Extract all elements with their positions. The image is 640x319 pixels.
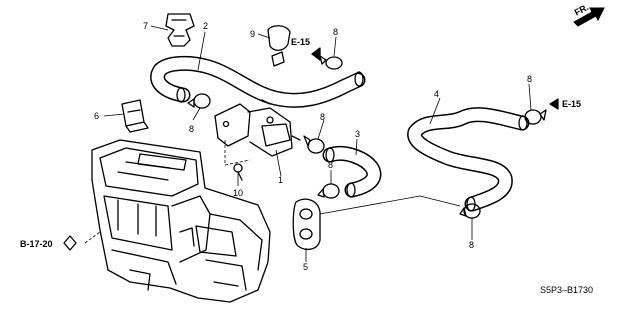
part-label-8-d: 8 xyxy=(328,160,333,170)
grommet-6 xyxy=(121,99,149,133)
part-label-4: 4 xyxy=(434,89,439,99)
front-arrow-icon xyxy=(573,7,605,27)
ref-b1720: B-17-20 xyxy=(20,239,53,249)
clamp-7 xyxy=(165,13,195,47)
part-label-3: 3 xyxy=(355,129,360,139)
hose-clamp-8-a xyxy=(319,55,343,70)
hose-clamp-8-c xyxy=(303,135,325,154)
hose-3 xyxy=(322,146,382,198)
hose-clamp-8-b xyxy=(187,93,211,109)
e15-arrow-top xyxy=(311,47,321,61)
hose-clamp-8-d xyxy=(317,183,340,199)
part-label-8-c: 8 xyxy=(320,112,325,122)
part-label-5: 5 xyxy=(303,262,308,272)
part-label-8-f: 8 xyxy=(469,240,474,250)
diagram-code: S5P3–B1730 xyxy=(540,285,593,295)
part-label-8-b: 8 xyxy=(189,124,194,134)
hose-4 xyxy=(407,107,530,212)
part-label-9: 9 xyxy=(250,29,255,39)
part-label-7: 7 xyxy=(143,21,148,31)
water-valve-1 xyxy=(214,99,301,157)
leader-lines xyxy=(84,25,532,262)
part-label-10: 10 xyxy=(233,188,243,198)
bolt-10 xyxy=(233,163,243,186)
ref-e15-top: E-15 xyxy=(291,37,310,47)
ref-e15-right: E-15 xyxy=(562,99,581,109)
part-label-6: 6 xyxy=(94,111,99,121)
clamp-9 xyxy=(267,25,291,67)
b1720-arrow xyxy=(63,235,77,251)
part-label-2: 2 xyxy=(203,21,208,31)
heater-unit xyxy=(91,139,271,303)
part-label-1: 1 xyxy=(278,175,283,185)
part-label-8-a: 8 xyxy=(333,27,338,37)
hose-clamp-8-e xyxy=(524,109,547,125)
hose-2 xyxy=(150,55,366,108)
part-label-8-e: 8 xyxy=(527,74,532,84)
e15-arrow-right xyxy=(549,98,559,110)
grommet-5 xyxy=(292,198,321,251)
